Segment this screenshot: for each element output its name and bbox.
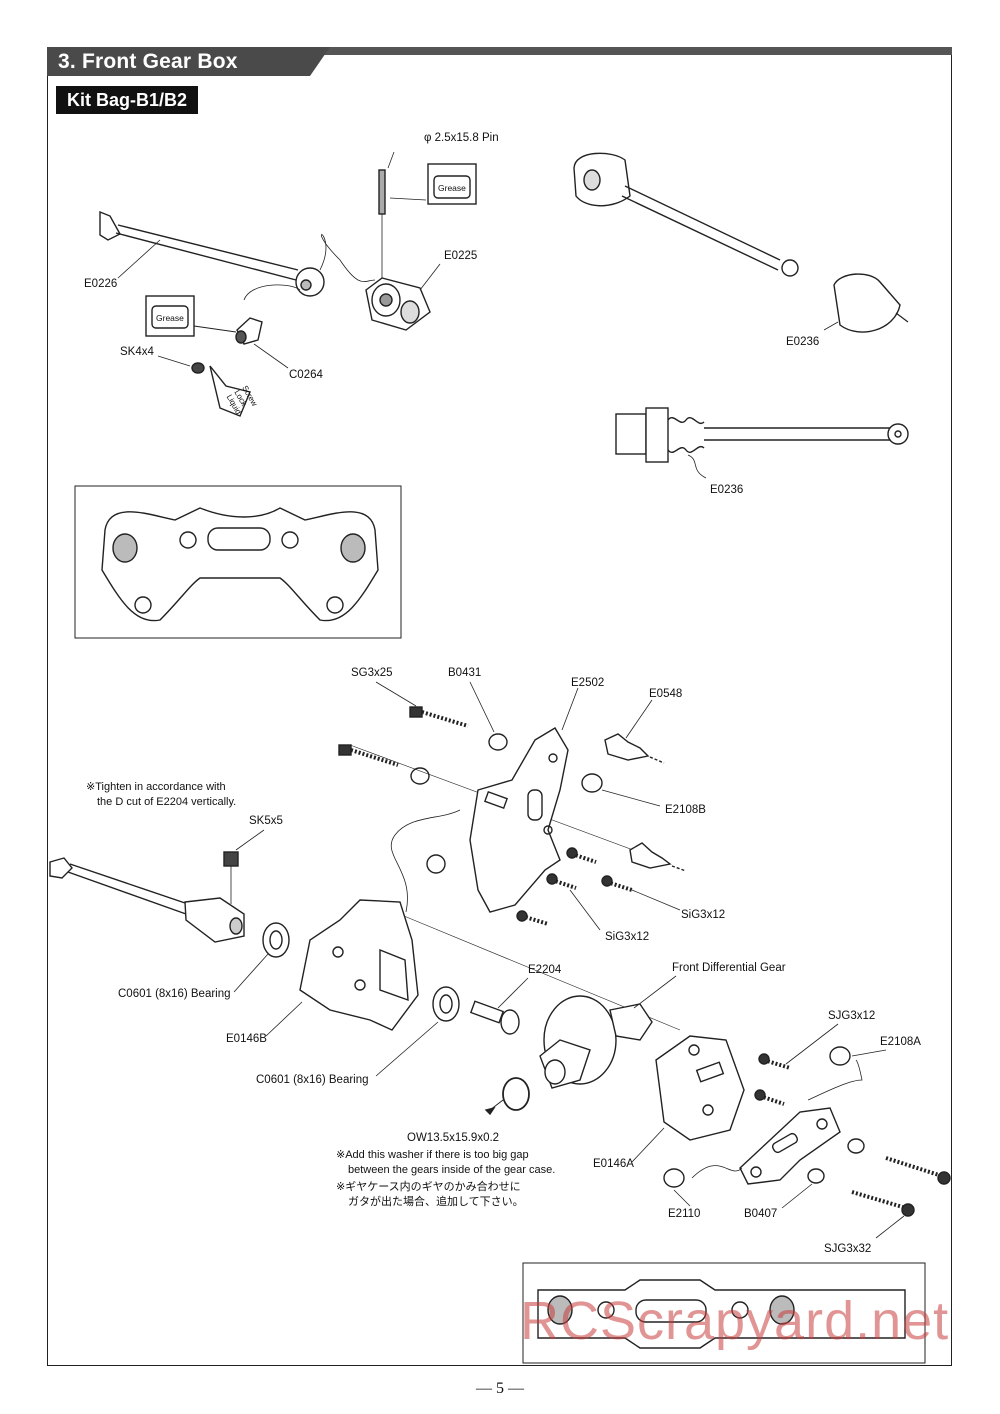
label-e0225: E0225 [444,250,478,262]
bushing-e2108b [426,773,603,874]
label-e2108a: E2108A [880,1036,921,1048]
front-differential [539,995,653,1089]
label-sjg3x32: SJG3x32 [824,1243,872,1255]
screws-sg3x25 [338,706,469,767]
label-e2108b: E2108B [665,804,706,816]
label-e0226: E0226 [84,278,118,290]
note-tighten-line-1: ※Tighten in accordance with [86,781,226,793]
label-sk5x5: SK5x5 [249,815,283,827]
label-pin: φ 2.5x15.8 Pin [424,132,499,144]
spacers-b0431 [410,733,508,785]
bushing-e2108a [829,1046,851,1066]
kit-bag-badge: Kit Bag-B1/B2 [56,86,198,114]
washer-ow [502,1077,530,1111]
grub-screw-sk5x5 [223,851,239,867]
label-e0236-bottom: E0236 [710,484,744,496]
bearing-c0601-a [262,922,290,958]
label-c0601-a: C0601 (8x16) Bearing [118,988,231,1000]
brace-e2110 [739,1107,841,1185]
note-tighten-line-2: the D cut of E2204 vertically. [97,796,237,808]
drive-shaft-e0226 [99,210,325,297]
label-e2204: E2204 [528,964,562,976]
note-washer-jp-line-2: ガタが出た場合、追加して下さい。 [348,1196,524,1208]
label-e2110: E2110 [668,1208,701,1220]
screws-sig3x12 [516,847,633,926]
label-b0407: B0407 [744,1208,778,1220]
label-sg3x25: SG3x25 [351,667,393,679]
page-number: — 5 — [476,1380,524,1397]
ball-ends-e0548 [604,733,687,872]
label-c0264: C0264 [289,369,323,381]
gear-case-top-view [101,507,379,622]
label-e0146a: E0146A [593,1158,634,1170]
note-washer-line-2: between the gears inside of the gear cas… [348,1164,556,1176]
label-b0431: B0431 [448,667,482,679]
section-title: 3. Front Gear Box [58,50,238,73]
drive-shaft-e0236-top [573,152,909,333]
label-sk4x4: SK4x4 [120,346,154,358]
label-sig3x12-a: SiG3x12 [681,909,726,921]
watermark: RCScrapyard.net [520,1291,950,1351]
drive-shaft-e0236-bottom [615,407,909,463]
brace-top-view [537,1279,906,1349]
label-e0146b: E0146B [226,1033,267,1045]
label-e0548: E0548 [649,688,683,700]
front-drive-shaft [49,857,245,943]
label-e2502: E2502 [571,677,605,689]
label-grease-1: Grease [156,313,184,323]
pinion-e2204 [469,1000,520,1035]
section-header-bar [47,47,952,76]
label-sjg3x12: SJG3x12 [828,1010,876,1022]
label-c0601-b: C0601 (8x16) Bearing [256,1074,369,1086]
label-grease-2: Grease [438,183,466,193]
bearing-c0601-b [432,986,460,1022]
grub-screw-sk4x4 [191,362,205,374]
screws-sjg3x32 [851,1156,951,1217]
note-washer-line-1: ※Add this washer if there is too big gap [336,1149,529,1161]
note-washer-jp-line-1: ※ギヤケース内のギヤのかみ合わせに [336,1181,521,1193]
pin-and-coupler-e0225 [365,169,431,331]
spacer-b0407 [807,1168,825,1184]
label-e0236-top: E0236 [786,336,820,348]
screws-sjg3x12 [754,1053,791,1106]
label-ow-washer: OW13.5x15.9x0.2 [407,1132,500,1144]
label-sig3x12-b: SiG3x12 [605,931,650,943]
gearbox-half-e0146a [655,1035,745,1141]
label-front-differential: Front Differential Gear [672,962,786,974]
gearbox-half-e0146b [299,899,419,1031]
upper-plate-e2502 [469,727,569,913]
joint-cup-c0264 [235,317,263,345]
